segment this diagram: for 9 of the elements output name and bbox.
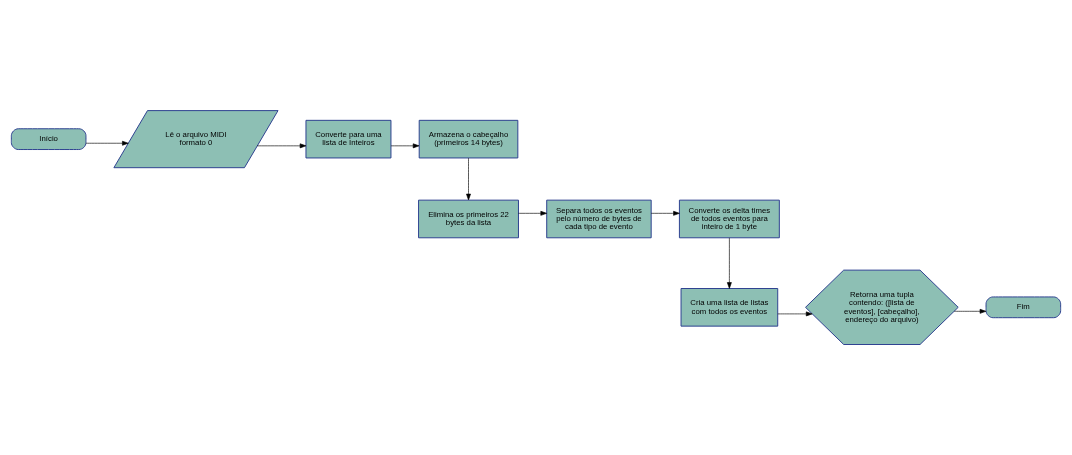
arrow bbox=[257, 143, 307, 149]
arrow bbox=[390, 143, 420, 149]
arrow bbox=[953, 308, 987, 314]
arrow bbox=[650, 210, 680, 216]
arrow bbox=[518, 210, 547, 216]
arrow bbox=[85, 140, 129, 146]
arrow bbox=[727, 237, 732, 289]
arrow bbox=[466, 157, 471, 201]
arrow bbox=[777, 311, 813, 317]
